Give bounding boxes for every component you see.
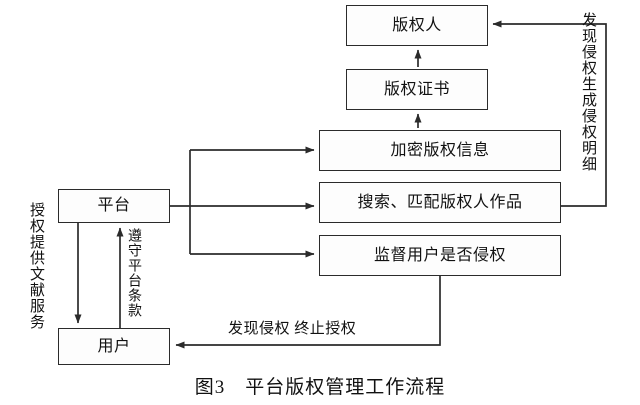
node-copyright-certificate[interactable]: 版权证书	[346, 69, 488, 110]
node-platform[interactable]: 平台	[58, 189, 170, 223]
node-copyright-certificate-label: 版权证书	[383, 80, 450, 98]
edge-label-authorize-provide-literature-service: 授权提供文献服务	[28, 202, 44, 330]
node-copyright-holder-label: 版权人	[392, 16, 442, 34]
node-copyright-holder[interactable]: 版权人	[346, 5, 488, 46]
node-search-match-works[interactable]: 搜索、匹配版权人作品	[319, 182, 561, 223]
node-encrypt-copyright-info-label: 加密版权信息	[390, 141, 490, 159]
edge-label-find-infringement-generate-detail: 发现侵权生成侵权明细	[580, 12, 596, 172]
node-monitor-user-infringement[interactable]: 监督用户是否侵权	[319, 235, 561, 276]
node-user-label: 用户	[97, 337, 131, 355]
edge-label-comply-platform-terms: 遵守平台条款	[126, 228, 141, 318]
node-monitor-user-infringement-label: 监督用户是否侵权	[373, 246, 506, 264]
figure-caption: 图3 平台版权管理工作流程	[194, 377, 446, 398]
node-user[interactable]: 用户	[58, 328, 170, 365]
node-platform-label: 平台	[97, 197, 131, 214]
node-encrypt-copyright-info[interactable]: 加密版权信息	[319, 130, 561, 171]
node-search-match-works-label: 搜索、匹配版权人作品	[357, 193, 523, 211]
edge-label-find-infringement-terminate-authorization: 发现侵权 终止授权	[228, 321, 357, 337]
